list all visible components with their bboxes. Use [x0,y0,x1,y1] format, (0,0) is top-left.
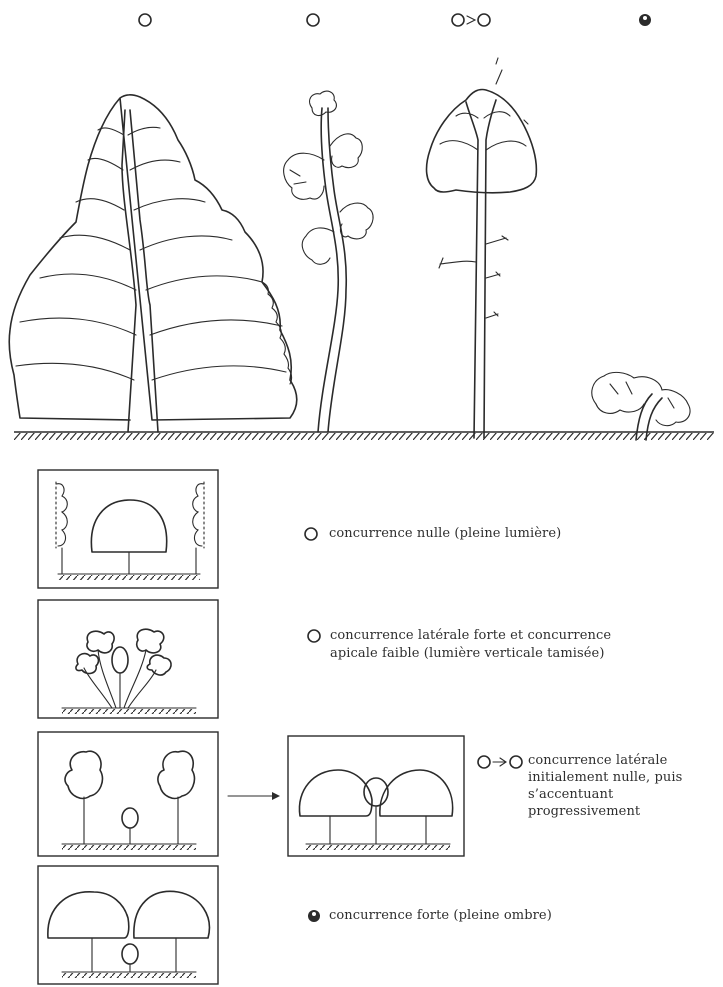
legend-strong-competition: concurrence forte (pleine ombre) [329,907,552,924]
ground-line [14,432,714,440]
box-full-shade [38,866,218,984]
legend-lateral-competition-line1: concurrence latérale forte et concurrenc… [330,627,611,644]
progression-arrow [228,792,280,800]
top-symbol-3 [452,14,490,26]
legend-symbol-none [305,528,317,540]
box-lateral-competition [38,600,218,718]
top-symbol-1 [139,14,151,26]
legend-progressive-line4: progressivement [528,803,640,820]
legend-no-competition: concurrence nulle (pleine lumière) [329,525,561,542]
tree-open-grown [9,95,297,432]
legend-symbol-lateral [308,630,320,642]
box-no-competition [38,470,218,588]
legend-progressive-line2: initialement nulle, puis [528,769,682,786]
tree-lateral-competition [284,91,373,432]
legend-progressive-line1: concurrence latérale [528,752,667,769]
legend-symbol-progressive [478,756,522,768]
top-symbol-2 [307,14,319,26]
legend-progressive-line3: s’accentuant [528,786,613,803]
tree-slender [427,58,537,438]
legend-lateral-competition-line2: apicale faible (lumière verticale tamisé… [330,645,605,662]
seedling-shade [592,372,690,440]
legend-symbol-strong [308,910,320,922]
box-initial-gap [38,732,218,856]
box-closing-canopy [288,736,464,856]
top-symbol-4 [639,14,651,26]
